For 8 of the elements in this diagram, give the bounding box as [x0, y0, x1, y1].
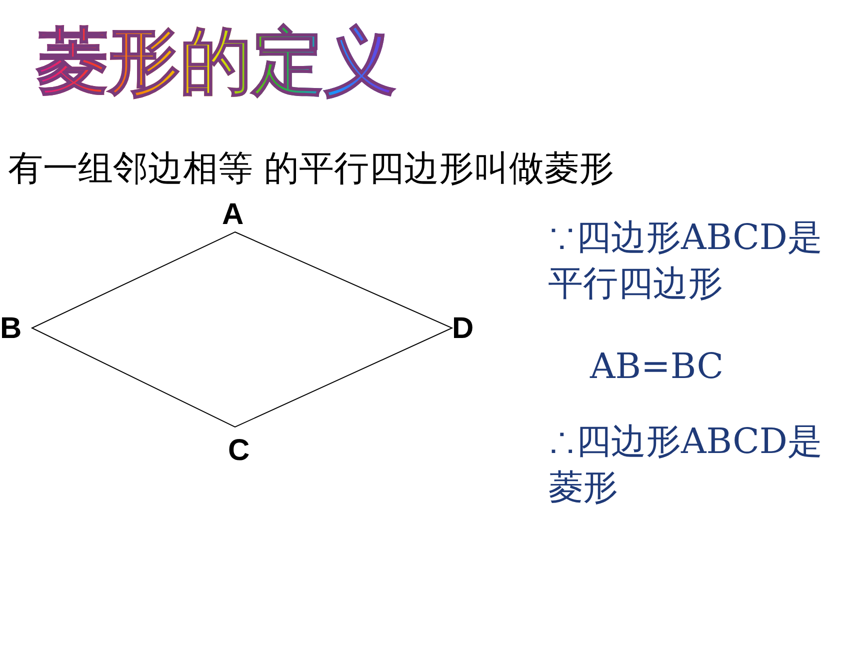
vertex-label: D [452, 312, 474, 346]
definition-text: 有一组邻边相等 的平行四边形叫做菱形 [8, 148, 614, 191]
proof-text: ∵四边形ABCD是平行四边形 [548, 217, 824, 306]
proof-text: AB=BC [590, 346, 724, 389]
proof-text: ∴四边形ABCD是菱形 [548, 421, 824, 510]
vertex-label: B [0, 312, 22, 346]
vertex-label: C [228, 434, 250, 468]
vertex-label: A [222, 198, 244, 232]
